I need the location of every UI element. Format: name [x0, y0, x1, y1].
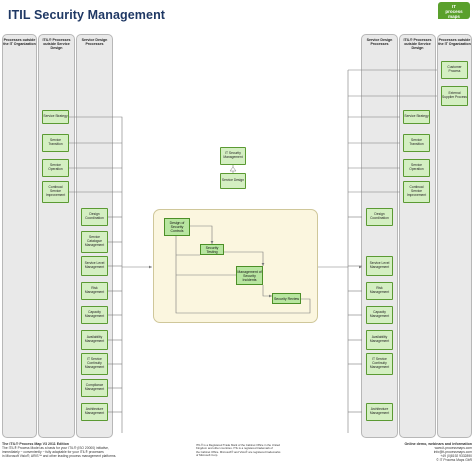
design-of-security-controls[interactable]: Design of Security Controls — [164, 218, 190, 236]
lane-left-outside-sd: ITIL® Processes outside Service Design — [38, 34, 75, 438]
footer-left: The ITIL® Process Map V3 2011 Edition Th… — [2, 442, 117, 458]
right-service-operation[interactable]: Service Operation — [403, 159, 430, 177]
left-compliance-management[interactable]: Compliance Management — [81, 379, 108, 397]
right-service-strategy[interactable]: Service Strategy — [403, 110, 430, 124]
right-customer-process[interactable]: Customer Process — [441, 61, 468, 79]
left-service-catalogue-management[interactable]: Service Catalogue Management — [81, 231, 108, 253]
it-security-management-box[interactable]: IT Security Management — [220, 147, 246, 165]
right-service-level-management[interactable]: Service Level Management — [366, 256, 393, 276]
left-service-strategy[interactable]: Service Strategy — [42, 110, 69, 124]
lane-left-outside-it: Processes outside the IT Organization — [2, 34, 37, 438]
security-review[interactable]: Security Review — [272, 293, 301, 304]
right-it-service-continuity-management[interactable]: IT Service Continuity Management — [366, 353, 393, 375]
website-link[interactable]: www.it-processmaps.com — [434, 446, 472, 450]
left-service-operation[interactable]: Service Operation — [42, 159, 69, 177]
right-architecture-management[interactable]: Architecture Management — [366, 403, 393, 421]
page-title: ITIL Security Management — [8, 8, 166, 22]
right-continual-service-improvement[interactable]: Continual Service Improvement — [403, 181, 430, 203]
service-design-box[interactable]: Service Design — [220, 173, 246, 189]
footer-right: Online demo, webinars and information ww… — [394, 442, 473, 462]
left-design-coordination[interactable]: Design Coordination — [81, 208, 108, 226]
right-service-transition[interactable]: Service Transition — [403, 134, 430, 152]
security-management-area — [153, 209, 318, 323]
right-external-supplier-process[interactable]: External Supplier Process — [441, 86, 468, 106]
footer-trademarks: ITIL® is a Registered Trade Mark of the … — [196, 443, 281, 458]
security-testing[interactable]: Security Testing — [200, 244, 224, 255]
right-capacity-management[interactable]: Capacity Management — [366, 306, 393, 324]
management-of-security-incidents[interactable]: Management of Security Incidents — [236, 266, 263, 285]
right-availability-management[interactable]: Availability Management — [366, 330, 393, 350]
left-capacity-management[interactable]: Capacity Management — [81, 306, 108, 324]
lane-right-outside-sd: ITIL® Processes outside Service Design — [399, 34, 436, 438]
left-risk-management[interactable]: Risk Management — [81, 282, 108, 300]
it-process-maps-logo: IT process maps — [438, 2, 470, 19]
left-availability-management[interactable]: Availability Management — [81, 330, 108, 350]
right-design-coordination[interactable]: Design Coordination — [366, 208, 393, 226]
right-risk-management[interactable]: Risk Management — [366, 282, 393, 300]
left-continual-service-improvement[interactable]: Continual Service Improvement — [42, 181, 69, 203]
left-architecture-management[interactable]: Architecture Management — [81, 403, 108, 421]
left-service-level-management[interactable]: Service Level Management — [81, 256, 108, 276]
email-link[interactable]: info@it-processmaps.com — [433, 450, 472, 454]
left-service-transition[interactable]: Service Transition — [42, 134, 69, 152]
left-it-service-continuity-management[interactable]: IT Service Continuity Management — [81, 353, 108, 375]
